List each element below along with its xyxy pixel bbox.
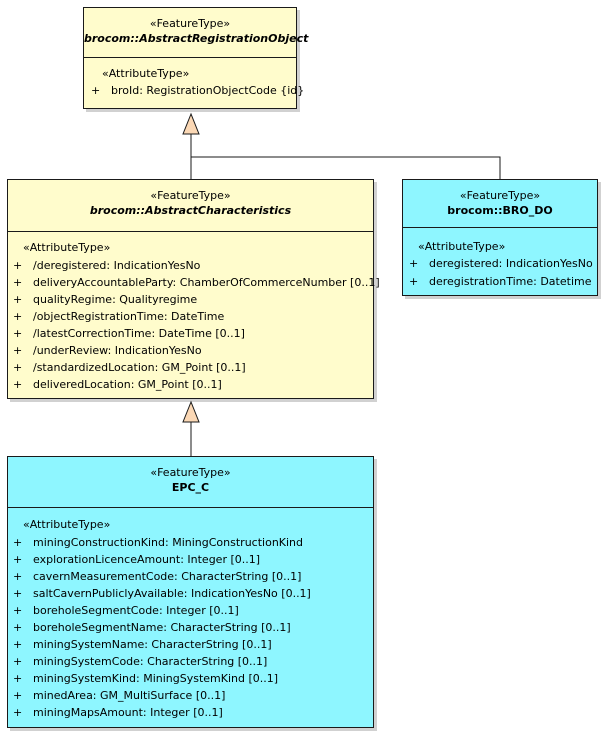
attribute-row: + deregistrationTime: Datetime <box>409 275 591 288</box>
attribute-text: cavernMeasurementCode: CharacterString [… <box>33 570 302 583</box>
attribute-row: + deregistered: IndicationYesNo <box>409 257 593 270</box>
attribute-visibility: + <box>13 638 23 651</box>
attribute-row: + deliveredLocation: GM_Point [0..1] <box>13 378 222 391</box>
attribute-visibility: + <box>13 706 23 719</box>
attribute-text: deregistered: IndicationYesNo <box>429 257 593 270</box>
class-stereotype: «FeatureType» <box>459 189 541 202</box>
attribute-visibility: + <box>13 672 23 685</box>
class-stereotype: «FeatureType» <box>150 466 231 479</box>
attribute-row: + miningConstructionKind: MiningConstruct… <box>13 536 303 549</box>
attribute-visibility: + <box>13 327 23 340</box>
attribute-row: + /objectRegistrationTime: DateTime <box>13 310 224 323</box>
attribute-visibility: + <box>13 276 23 289</box>
attribute-visibility: + <box>13 259 23 272</box>
class-name: brocom::AbstractRegistrationObject <box>84 32 309 45</box>
attribute-text: deregistrationTime: Datetime <box>429 275 592 288</box>
class-stereotype: «FeatureType» <box>149 17 231 30</box>
attribute-text: broId: RegistrationObjectCode {id} <box>111 84 305 97</box>
class-stereotype: «FeatureType» <box>150 189 231 202</box>
attribute-row: + miningSystemCode: CharacterString [0..1… <box>13 655 267 668</box>
attribute-visibility: + <box>91 84 101 97</box>
class-header: «FeatureType» brocom::AbstractCharacteri… <box>8 180 373 232</box>
attribute-text: miningSystemCode: CharacterString [0..1] <box>33 655 268 668</box>
attribute-text: miningMapsAmount: Integer [0..1] <box>33 706 223 719</box>
class-epc-c[interactable]: «FeatureType» EPC_C «AttributeType» + min… <box>7 456 374 728</box>
generalization-line-bro-do <box>191 156 501 179</box>
attribute-text: qualityRegime: Qualityregime <box>33 293 198 306</box>
attribute-stereotype: «AttributeType» <box>23 518 111 531</box>
attribute-row: + boreholeSegmentCode: Integer [0..1] <box>13 604 239 617</box>
attribute-visibility: + <box>13 570 23 583</box>
attribute-visibility: + <box>13 361 23 374</box>
generalization-arrowhead-lower <box>182 400 200 423</box>
attribute-row: + qualityRegime: Qualityregime <box>13 293 197 306</box>
attribute-row: + /underReview: IndicationYesNo <box>13 344 202 357</box>
attribute-row: + saltCavernPubliclyAvailable: Indication… <box>13 587 311 600</box>
attribute-visibility: + <box>13 344 23 357</box>
attribute-visibility: + <box>13 587 23 600</box>
attribute-text: miningSystemName: CharacterString [0..1] <box>33 638 272 651</box>
attribute-stereotype: «AttributeType» <box>23 241 111 254</box>
attribute-row: + /standardizedLocation: GM_Point [0..1] <box>13 361 246 374</box>
class-name: EPC_C <box>171 481 210 494</box>
attribute-row: + minedArea: GM_MultiSurface [0..1] <box>13 689 225 702</box>
generalization-arrowhead-upper <box>182 112 200 135</box>
attribute-visibility: + <box>409 275 419 288</box>
attribute-row: + boreholeSegmentName: CharacterString [0… <box>13 621 291 634</box>
attribute-visibility: + <box>13 621 23 634</box>
class-header: «FeatureType» brocom::BRO_DO <box>403 180 597 228</box>
attribute-visibility: + <box>13 689 23 702</box>
attribute-text: /latestCorrectionTime: DateTime [0..1] <box>33 327 245 340</box>
attribute-text: saltCavernPubliclyAvailable: IndicationY… <box>33 587 311 600</box>
class-name: brocom::BRO_DO <box>447 204 553 217</box>
attribute-row: + broId: RegistrationObjectCode {id} <box>91 84 304 97</box>
attribute-row: + cavernMeasurementCode: CharacterString … <box>13 570 301 583</box>
class-bro-do[interactable]: «FeatureType» brocom::BRO_DO «AttributeT… <box>402 179 598 296</box>
attribute-row: + miningMapsAmount: Integer [0..1] <box>13 706 223 719</box>
class-name: brocom::AbstractCharacteristics <box>89 204 292 217</box>
attribute-row: + /deregistered: IndicationYesNo <box>13 259 200 272</box>
attribute-text: /standardizedLocation: GM_Point [0..1] <box>33 361 246 374</box>
attribute-visibility: + <box>13 536 23 549</box>
attribute-stereotype: «AttributeType» <box>418 240 506 253</box>
attribute-text: explorationLicenceAmount: Integer [0..1] <box>33 553 261 566</box>
class-abstract-characteristics[interactable]: «FeatureType» brocom::AbstractCharacteri… <box>7 179 380 399</box>
attribute-stereotype: «AttributeType» <box>102 67 190 80</box>
attribute-row: + explorationLicenceAmount: Integer [0..1… <box>13 553 260 566</box>
attribute-visibility: + <box>13 378 23 391</box>
attribute-row: + miningSystemKind: MiningSystemKind [0..… <box>13 672 278 685</box>
attribute-visibility: + <box>409 257 419 270</box>
attribute-text: minedArea: GM_MultiSurface [0..1] <box>33 689 226 702</box>
class-header: «FeatureType» EPC_C <box>8 457 373 508</box>
attribute-visibility: + <box>13 553 23 566</box>
attribute-visibility: + <box>13 293 23 306</box>
attribute-text: boreholeSegmentName: CharacterString [0.… <box>33 621 291 634</box>
attribute-text: /underReview: IndicationYesNo <box>33 344 202 357</box>
attribute-row: + /latestCorrectionTime: DateTime [0..1] <box>13 327 245 340</box>
attribute-row: + deliveryAccountableParty: ChamberOfComm… <box>13 276 380 289</box>
class-header: «FeatureType» brocom::AbstractRegistrati… <box>84 8 309 58</box>
attribute-text: deliveryAccountableParty: ChamberOfComme… <box>33 276 380 289</box>
attribute-text: /objectRegistrationTime: DateTime <box>33 310 225 323</box>
attribute-text: boreholeSegmentCode: Integer [0..1] <box>33 604 239 617</box>
attribute-visibility: + <box>13 604 23 617</box>
attribute-row: + miningSystemName: CharacterString [0..1… <box>13 638 272 651</box>
attribute-text: miningSystemKind: MiningSystemKind [0..1… <box>33 672 279 685</box>
attribute-visibility: + <box>13 310 23 323</box>
attribute-visibility: + <box>13 655 23 668</box>
attribute-text: /deregistered: IndicationYesNo <box>33 259 201 272</box>
class-abstract-registration-object[interactable]: «FeatureType» brocom::AbstractRegistrati… <box>83 7 309 109</box>
attribute-text: deliveredLocation: GM_Point [0..1] <box>33 378 222 391</box>
attribute-text: miningConstructionKind: MiningConstructi… <box>33 536 304 549</box>
